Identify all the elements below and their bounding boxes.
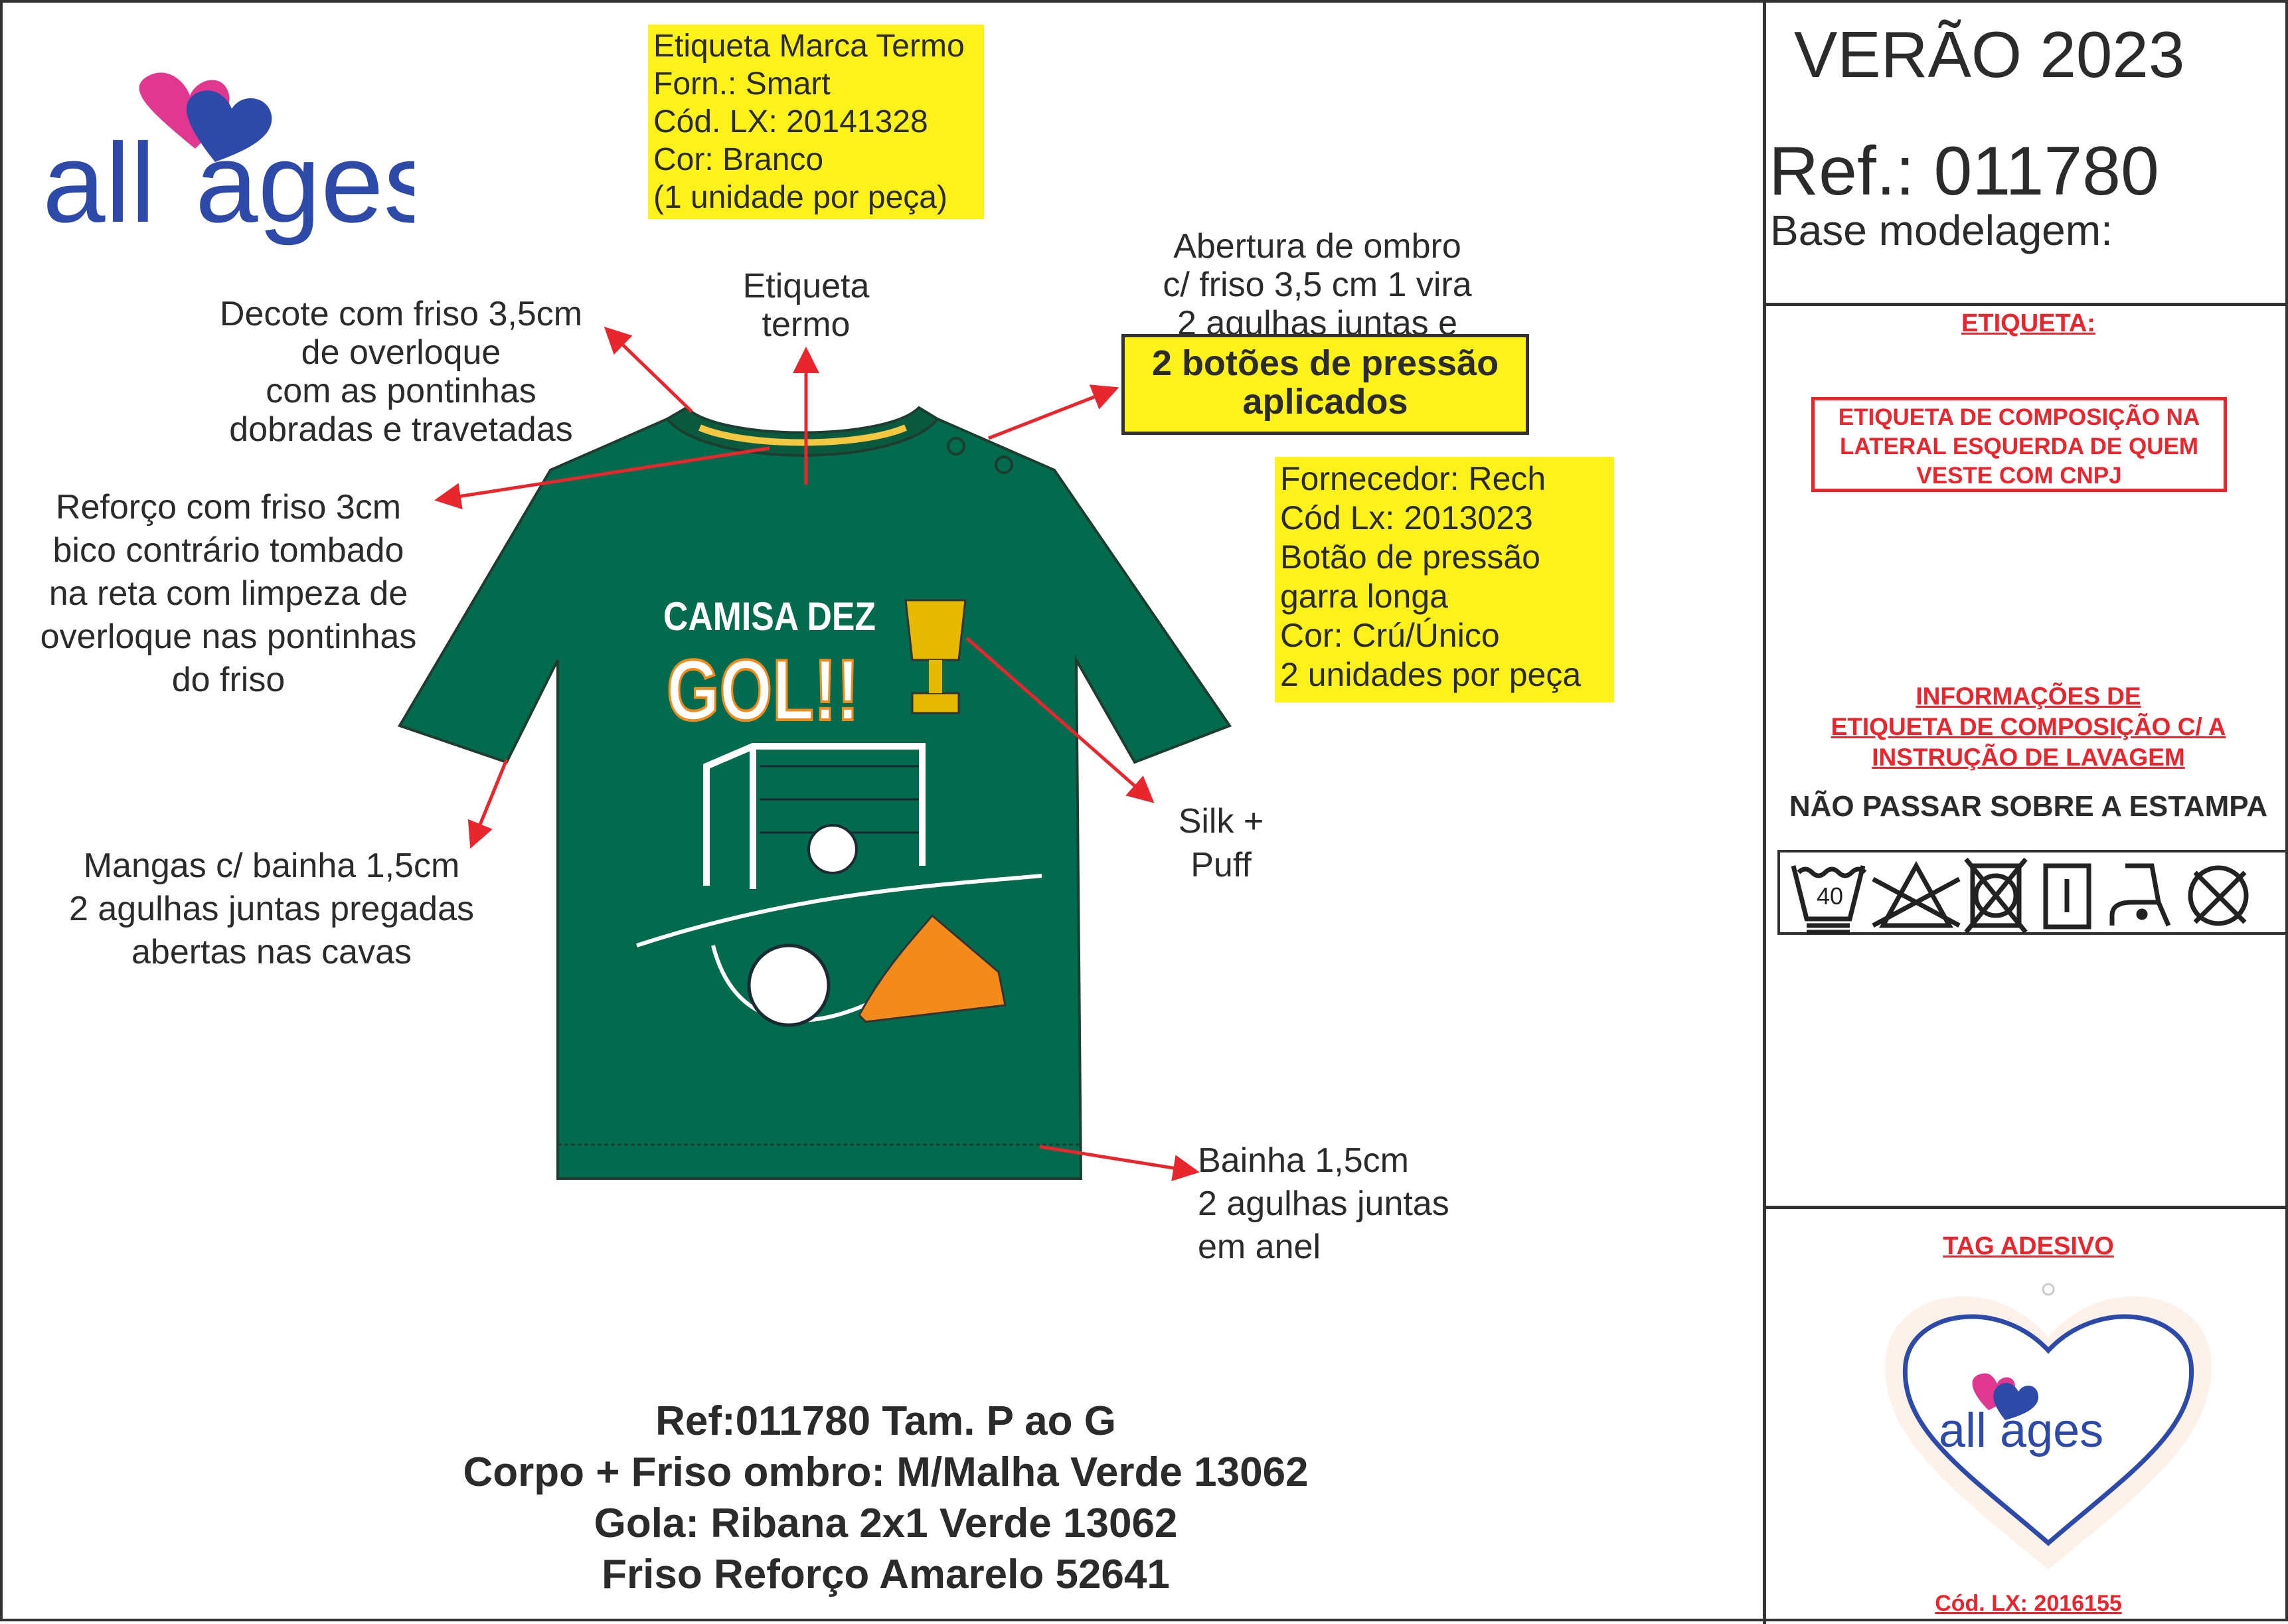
logo-text: ages xyxy=(195,120,414,246)
base-pattern: Base modelagem: xyxy=(1770,206,2113,254)
callout-snap-buttons: 2 botões de pressão aplicados xyxy=(1121,334,1529,435)
print-text-camisa: CAMISA DEZ xyxy=(663,594,876,639)
label-section-title: ETIQUETA: xyxy=(1961,309,2095,337)
heart-outline-icon xyxy=(1902,1314,2194,1546)
line-dry-icon xyxy=(2043,863,2091,930)
callout-sleeves: Mangas c/ bainha 1,5cm 2 agulhas juntas … xyxy=(68,847,474,971)
label-spec-box: Etiqueta Marca Termo Forn.: Smart Cód. L… xyxy=(648,25,984,219)
callout-silk: Silk + Puff xyxy=(1178,802,1264,884)
brand-logo: all ages xyxy=(42,62,414,262)
logo-text: all ages xyxy=(1939,1404,2103,1457)
divider xyxy=(1763,1206,2288,1209)
callout-label: Etiqueta termo xyxy=(742,267,870,344)
garment-drawing: CAMISA DEZ GOL!! xyxy=(398,327,1232,1182)
ironing-warning: NÃO PASSAR SOBRE A ESTAMPA xyxy=(1789,790,2268,823)
reinforcement-tape xyxy=(698,424,907,446)
footer-line: Ref:011780 Tam. P ao G xyxy=(655,1398,1116,1444)
iron-low-icon xyxy=(2109,863,2171,927)
soccer-ball-icon xyxy=(747,943,831,1027)
footer-line: Gola: Ribana 2x1 Verde 13062 xyxy=(594,1501,1178,1546)
tag-title: TAG ADESIVO xyxy=(1943,1232,2114,1260)
care-symbols: 40 xyxy=(1777,850,2288,935)
no-bleach-icon xyxy=(1872,860,1961,928)
arrow xyxy=(1039,1145,1200,1182)
arrow xyxy=(988,384,1119,440)
divider xyxy=(1763,303,2288,306)
collar-ribbing xyxy=(665,406,940,457)
snap-button-icon xyxy=(995,455,1013,474)
cleats-icon xyxy=(858,914,1007,1023)
callout-hem: Bainha 1,5cm 2 agulhas juntas em anel xyxy=(1198,1141,1449,1266)
composition-info: INFORMAÇÕES DE ETIQUETA DE COMPOSIÇÃO C/… xyxy=(1831,683,2226,771)
soccer-ball-icon xyxy=(807,824,858,874)
heart-blue-icon xyxy=(186,90,272,162)
composition-label-note: ETIQUETA DE COMPOSIÇÃO NA LATERAL ESQUER… xyxy=(1811,397,2227,492)
season-title: VERÃO 2023 xyxy=(1794,18,2185,91)
footer-line: Friso Reforço Amarelo 52641 xyxy=(602,1552,1170,1597)
snap-button-icon xyxy=(947,437,965,455)
goal-icon xyxy=(703,743,926,889)
callout-reinforcement: Reforço com friso 3cm bico contrário tom… xyxy=(40,488,417,699)
supplier-spec-box: Fornecedor: Rech Cód Lx: 2013023 Botão d… xyxy=(1275,457,1614,702)
no-tumble-dry-icon xyxy=(1964,857,2028,934)
callout-neckline: Decote com friso 3,5cm de overloque com … xyxy=(219,295,583,449)
callout-shoulder: Abertura de ombro c/ friso 3,5 cm 1 vira… xyxy=(1163,227,1472,343)
wash-40-icon: 40 xyxy=(1791,865,1867,935)
no-dry-clean-icon xyxy=(2188,865,2249,926)
trophy-icon xyxy=(904,599,967,714)
print-text-gol: GOL!! xyxy=(667,641,859,738)
tag-code: Cód. LX: 2016155 xyxy=(1935,1591,2122,1616)
footer-line: Corpo + Friso ombro: M/Malha Verde 13062 xyxy=(463,1449,1309,1495)
tag-sticker: all ages xyxy=(1872,1277,2224,1576)
panel-divider xyxy=(1763,3,1766,1624)
arrow xyxy=(965,637,1155,803)
arrow xyxy=(467,759,509,849)
heart-blue-icon xyxy=(1993,1382,2038,1420)
footer-specs: Ref:011780 Tam. P ao G Corpo + Friso omb… xyxy=(335,1396,1437,1600)
arrow xyxy=(604,327,693,413)
arrow xyxy=(434,446,770,510)
reference: Ref.: 011780 xyxy=(1769,133,2159,210)
logo-text: all xyxy=(42,120,155,246)
callout-arrows xyxy=(434,327,1200,1182)
tag-hole xyxy=(2042,1283,2055,1296)
wash-temperature: 40 xyxy=(1817,882,1843,910)
